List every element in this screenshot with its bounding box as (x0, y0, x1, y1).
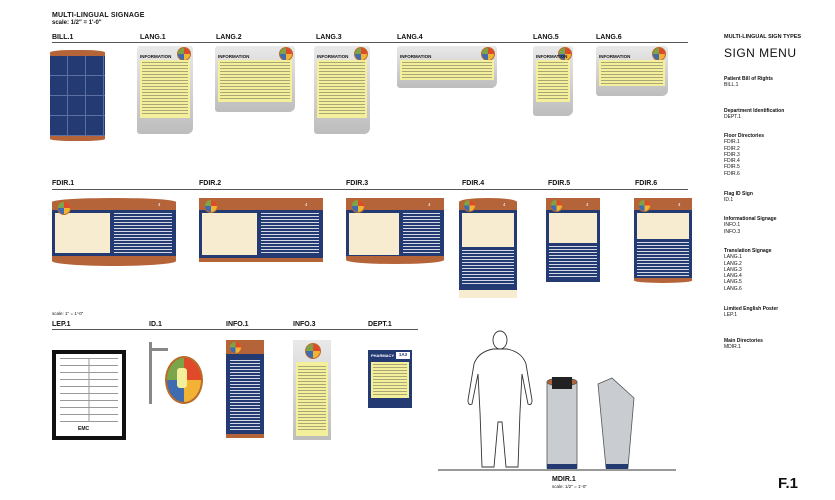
menu-heading: SIGN MENU (724, 46, 797, 60)
label-bill-1: BILL.1 (52, 34, 74, 41)
lang-1-header: INFORMATION (140, 54, 172, 59)
mdir-1-illustration (438, 330, 676, 471)
mdir-1-scale: scale: 1/2" = 1'-0" (552, 484, 587, 489)
info-1-sign (226, 340, 264, 438)
dept-1-sign: PHARMACY 1A3 (368, 350, 412, 408)
menu-group-fdir: Floor Directories FDIR.1 FDIR.2 FDIR.3 F… (724, 133, 765, 177)
label-fdir-4: FDIR.4 (462, 180, 485, 187)
lang-5-sign: INFORMATION (533, 46, 573, 116)
fdir-1-sign: 4 (52, 198, 176, 268)
lang-3-sign: INFORMATION (314, 46, 370, 134)
lang-5-header: INFORMATION (536, 54, 568, 59)
dept-1-number: 1A3 (396, 352, 410, 359)
menu-group-mdir: Main Directories MDIR.1 (724, 338, 763, 351)
lang-2-header: INFORMATION (218, 54, 250, 59)
fdir-3-floor: 4 (428, 202, 431, 207)
lep-1-poster: EMC (52, 350, 126, 440)
label-lep-1: LEP.1 (52, 321, 71, 328)
fdir-1-floor: 4 (158, 202, 161, 207)
label-info-1: INFO.1 (226, 321, 249, 328)
row2-rule (52, 189, 688, 190)
row1-rule (52, 42, 688, 43)
label-lang-4: LANG.4 (397, 34, 423, 41)
label-dept-1: DEPT.1 (368, 321, 392, 328)
sheet-scale: scale: 1/2" = 1'-0" (52, 20, 102, 26)
menu-group-info: Informational Signage INFO.1 INFO.3 (724, 216, 777, 235)
fdir-4-floor: 4 (503, 202, 506, 207)
label-fdir-5: FDIR.5 (548, 180, 571, 187)
info-3-sign (293, 340, 331, 440)
lang-6-sign: INFORMATION (596, 46, 668, 96)
menu-group-flag: Flag ID Sign ID.1 (724, 191, 753, 204)
sheet-title: MULTI-LINGUAL SIGNAGE (52, 12, 145, 19)
bill-1-sign (50, 50, 105, 141)
lang-4-header: INFORMATION (400, 54, 432, 59)
menu-group-lep: Limited English Poster LEP.1 (724, 306, 779, 319)
label-info-3: INFO.3 (293, 321, 316, 328)
label-lang-1: LANG.1 (140, 34, 166, 41)
label-lang-5: LANG.5 (533, 34, 559, 41)
lang-1-sign: INFORMATION (137, 46, 193, 134)
label-lang-2: LANG.2 (216, 34, 242, 41)
fdir-2-floor: 4 (305, 202, 308, 207)
label-lang-3: LANG.3 (316, 34, 342, 41)
id-1-flag-sign (149, 342, 203, 404)
fdir-4-sign: 4 (459, 198, 517, 300)
label-fdir-6: FDIR.6 (635, 180, 658, 187)
lang-2-sign: INFORMATION (215, 46, 295, 112)
lang-4-sign: INFORMATION (397, 46, 497, 88)
fdir-5-sign: 4 (546, 198, 600, 284)
lang-6-header: INFORMATION (599, 54, 631, 59)
lep-1-logo: EMC (78, 426, 90, 432)
human-silhouette-icon (467, 330, 533, 468)
fdir-6-sign: 4 (634, 198, 692, 284)
label-fdir-3: FDIR.3 (346, 180, 369, 187)
fdir-6-floor: 4 (678, 202, 681, 207)
mdir-slanted (597, 377, 635, 469)
row3-scale: scale: 1" = 1'-0" (52, 311, 84, 316)
menu-group-bill: Patient Bill of Rights BILL.1 (724, 76, 773, 89)
row3-rule (52, 329, 418, 330)
figure-number: F.1 (778, 475, 799, 492)
menu-group-dept: Department Identification DEPT.1 (724, 108, 785, 121)
lang-3-header: INFORMATION (317, 54, 349, 59)
dept-1-title: PHARMACY (371, 353, 395, 358)
label-mdir-1: MDIR.1 (552, 476, 576, 483)
label-fdir-1: FDIR.1 (52, 180, 75, 187)
fdir-5-floor: 4 (586, 202, 589, 207)
label-lang-6: LANG.6 (596, 34, 622, 41)
mdir-pillar (546, 377, 578, 469)
label-fdir-2: FDIR.2 (199, 180, 222, 187)
fdir-3-sign: 4 (346, 198, 444, 264)
menu-group-lang: Translation Signage LANG.1 LANG.2 LANG.3… (724, 248, 772, 292)
menu-caption: MULTI-LINGUAL SIGN TYPES (724, 34, 802, 40)
fdir-2-sign: 4 (199, 198, 323, 262)
label-id-1: ID.1 (149, 321, 162, 328)
